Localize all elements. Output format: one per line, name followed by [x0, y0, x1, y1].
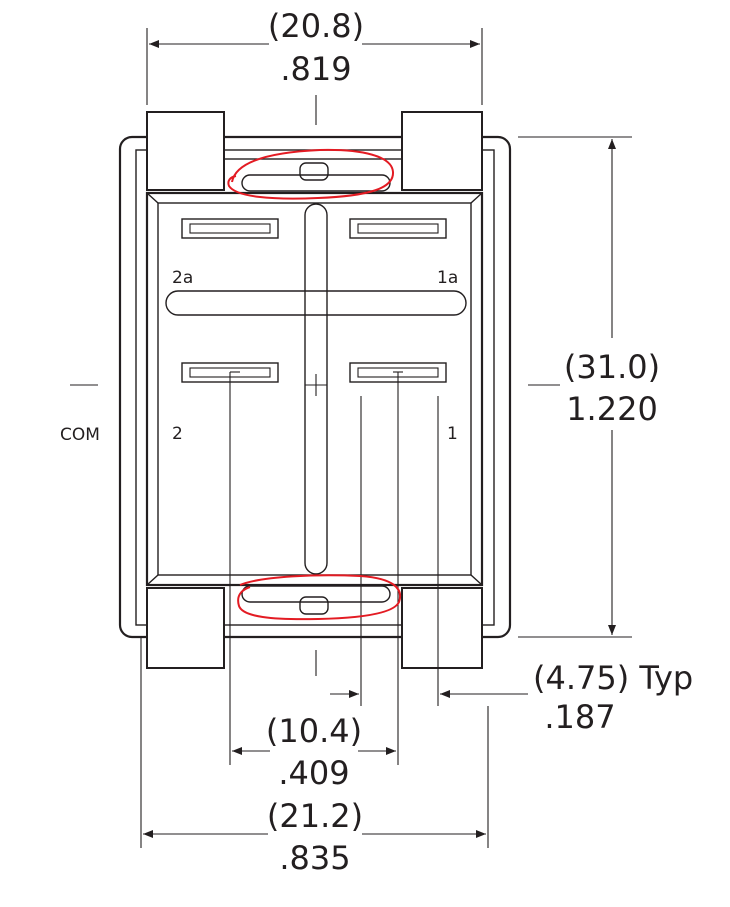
switch-housing	[118, 135, 512, 639]
top-width-in: .819	[280, 50, 351, 88]
red-annotation-bottom	[237, 574, 402, 621]
cross-ribs	[165, 203, 467, 575]
bottom-width-mm: (21.2)	[267, 797, 363, 835]
com-label: COM	[60, 425, 100, 445]
pin-spacing-mm: (10.4)	[266, 712, 362, 750]
pin-spacing-in: .409	[278, 754, 349, 792]
top-latch	[241, 162, 391, 192]
terminal-1-label: 1	[447, 424, 458, 444]
terminal-2a-label: 2a	[172, 268, 193, 288]
terminal-2a	[181, 218, 279, 239]
height-in: 1.220	[566, 390, 658, 428]
extension-lines	[70, 28, 632, 848]
height-mm: (31.0)	[564, 348, 660, 386]
dimension-lines	[143, 40, 616, 838]
terminal-2-label: 2	[172, 424, 183, 444]
rocker-frame	[145, 191, 484, 587]
bottom-width-in: .835	[279, 839, 350, 877]
tab-width-mm: (4.75) Typ	[533, 659, 693, 697]
tab-width-in: .187	[544, 698, 615, 736]
bottom-latch	[241, 585, 391, 615]
mounting-clips	[146, 111, 483, 669]
terminal-1a	[349, 218, 447, 239]
terminal-1a-label: 1a	[437, 268, 458, 288]
red-annotation-top	[227, 148, 395, 200]
top-width-mm: (20.8)	[268, 7, 364, 45]
